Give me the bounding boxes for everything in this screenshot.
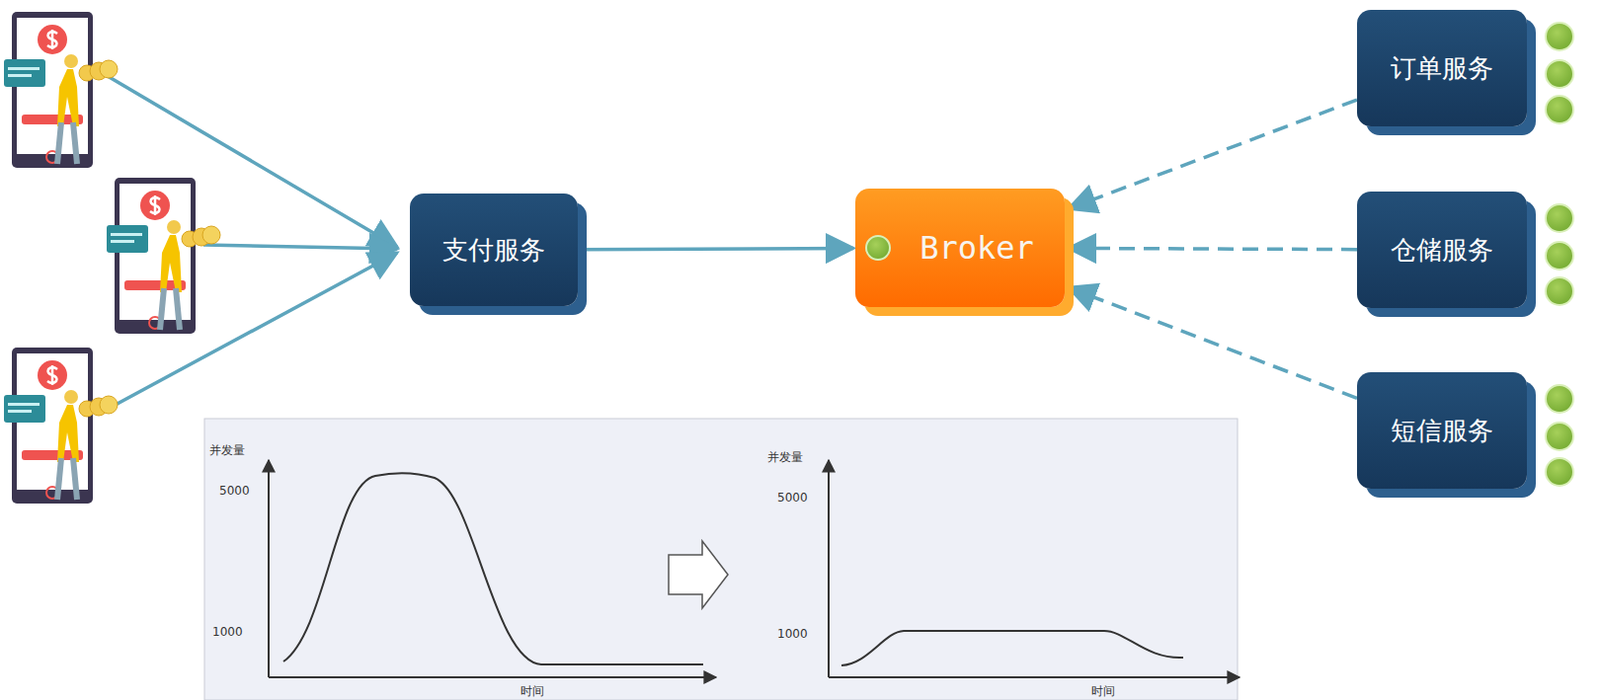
instance-dot [1544, 94, 1575, 125]
axis-title: 并发量 [209, 442, 245, 460]
service-box: 仓储服务 [1357, 191, 1527, 309]
axis-title: 并发量 [767, 449, 803, 467]
node-label: 支付服务 [442, 233, 546, 268]
node-label: 短信服务 [1390, 413, 1494, 449]
publish-arrow [577, 247, 854, 249]
instance-dot [1544, 203, 1575, 234]
instance-dot [1544, 384, 1575, 414]
instance-dot [1544, 457, 1575, 487]
subscribe-arrow [1068, 247, 1358, 249]
service-box: 短信服务 [1357, 372, 1527, 489]
instance-dot [1544, 240, 1575, 271]
node-label: Broker [919, 229, 1035, 267]
axis-tick: 5000 [219, 483, 250, 498]
axis-tick: 5000 [777, 490, 808, 505]
axis-tick: 1000 [777, 627, 808, 641]
node-label: 订单服务 [1390, 51, 1494, 86]
queue-dot [865, 235, 891, 261]
axis-tick: 1000 [212, 625, 243, 640]
axis-title: 时间 [1091, 683, 1116, 700]
subscribe-arrow [1068, 99, 1358, 209]
service-box: 支付服务 [409, 193, 578, 307]
subscribe-arrow [1068, 287, 1358, 399]
instance-dot [1544, 276, 1575, 307]
node-label: 仓储服务 [1390, 233, 1494, 268]
broker-box: Broker [855, 188, 1065, 308]
instance-dot [1544, 21, 1575, 52]
instance-dot [1544, 59, 1575, 89]
axis-title: 时间 [520, 683, 545, 700]
service-box: 订单服务 [1357, 9, 1527, 127]
instance-dot [1544, 421, 1575, 452]
